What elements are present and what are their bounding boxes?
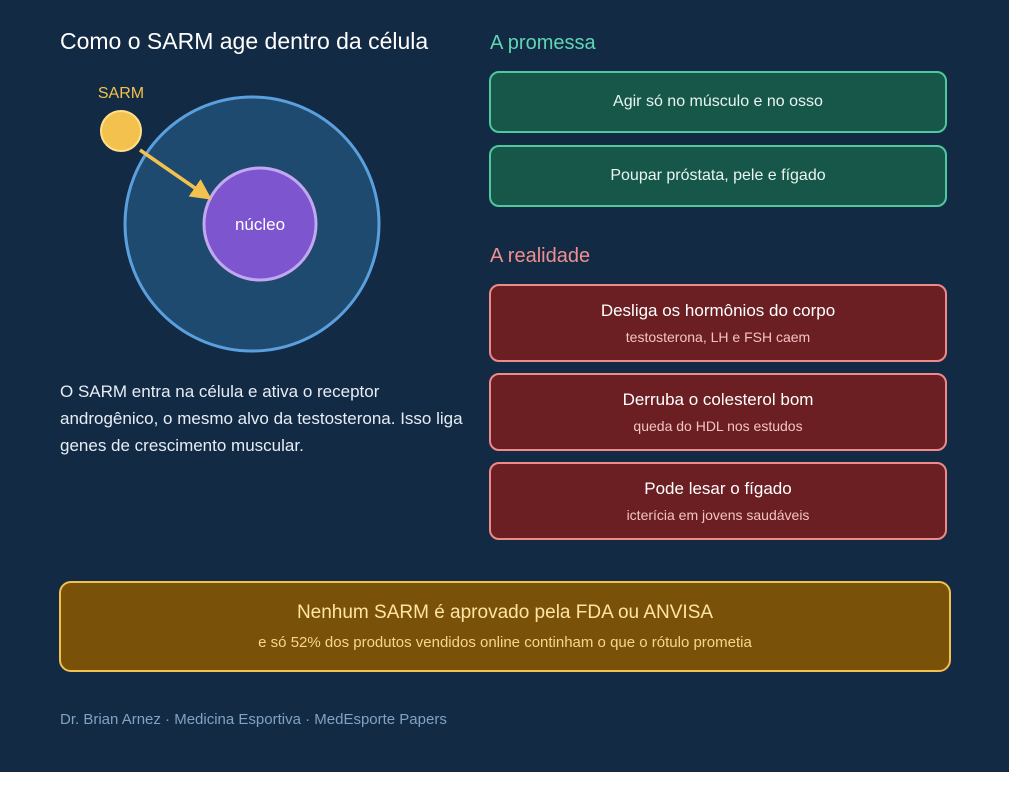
reality-card-cholesterol: Derruba o colesterol bom queda do HDL no… — [489, 373, 947, 451]
sarm-molecule — [100, 110, 142, 152]
warning-subtitle: e só 52% dos produtos vendidos online co… — [258, 634, 752, 651]
reality-card-title: Derruba o colesterol bom — [622, 390, 814, 409]
promise-card-text: Poupar próstata, pele e fígado — [610, 167, 826, 184]
infographic-panel: Como o SARM age dentro da célula núcleo … — [0, 0, 1009, 772]
footer-credit: Dr. Brian Arnez · Medicina Esportiva · M… — [60, 711, 447, 728]
warning-banner: Nenhum SARM é aprovado pela FDA ou ANVIS… — [59, 581, 951, 672]
sarm-label: SARM — [98, 85, 144, 102]
nucleus-label: núcleo — [235, 215, 285, 234]
promise-card-text: Agir só no músculo e no osso — [613, 93, 823, 110]
reality-card-liver: Pode lesar o fígado icterícia em jovens … — [489, 462, 947, 540]
warning-title: Nenhum SARM é aprovado pela FDA ou ANVIS… — [296, 602, 714, 623]
reality-card-subtitle: queda do HDL nos estudos — [633, 418, 803, 434]
reality-card-hormones: Desliga os hormônios do corpo testostero… — [489, 284, 947, 362]
promise-card-1: Agir só no músculo e no osso — [489, 71, 947, 133]
reality-card-subtitle: icterícia em jovens saudáveis — [626, 507, 810, 523]
reality-card-title: Desliga os hormônios do corpo — [600, 301, 836, 320]
promise-card-2: Poupar próstata, pele e fígado — [489, 145, 947, 207]
reality-heading: A realidade — [490, 245, 591, 267]
entry-arrow — [139, 148, 212, 200]
reality-card-subtitle: testosterona, LH e FSH caem — [625, 329, 811, 345]
nucleus — [202, 166, 318, 282]
reality-card-title: Pode lesar o fígado — [644, 479, 792, 498]
cell-diagram: núcleo SARM — [98, 85, 381, 353]
promise-heading: A promessa — [490, 32, 596, 54]
mechanism-description: O SARM entra na célula e ativa o recepto… — [60, 382, 463, 455]
page-title: Como o SARM age dentro da célula — [60, 28, 429, 54]
